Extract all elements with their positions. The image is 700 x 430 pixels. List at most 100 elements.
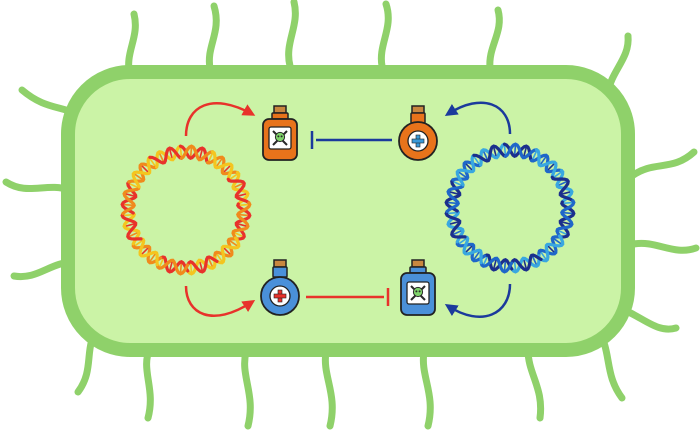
dna-strand — [503, 142, 539, 160]
flagellum — [524, 346, 545, 422]
base-pair — [215, 252, 224, 263]
base-pair — [446, 201, 459, 205]
base-pair — [561, 211, 574, 215]
dna-strand — [121, 185, 141, 216]
dna-strand — [550, 175, 575, 203]
plasmid-blue — [444, 142, 576, 274]
base-pair — [472, 155, 481, 166]
dna-strand — [138, 237, 159, 267]
dna-strand — [131, 155, 152, 189]
base-pair — [556, 180, 569, 187]
skull-crossbones-icon — [272, 130, 288, 146]
flagellum — [285, 0, 299, 70]
base-pair — [215, 157, 224, 168]
inhibition-antitoxin-a-blocks-toxin-b — [306, 288, 390, 306]
base-pair — [552, 237, 563, 246]
dna-strand — [155, 258, 190, 276]
dna-strand — [560, 200, 570, 210]
base-pair — [222, 164, 232, 174]
dna-strand — [455, 240, 487, 263]
dna-strand — [236, 202, 246, 212]
dna-strand — [555, 206, 574, 238]
base-pair — [228, 172, 239, 181]
dna-strand — [510, 253, 543, 272]
dna-strand — [539, 234, 565, 263]
dna-strand — [120, 212, 143, 241]
dna-strand — [444, 210, 467, 239]
base-pair — [189, 146, 193, 159]
dna-strand — [566, 199, 576, 210]
base-pair — [168, 260, 174, 273]
base-pair — [228, 239, 239, 248]
base-pair — [522, 258, 528, 271]
base-pair — [447, 190, 460, 196]
base-pair — [503, 144, 507, 157]
flagellum — [377, 0, 392, 70]
inhibition-antitoxin-b-blocks-toxin-a — [310, 131, 392, 149]
plus-icon — [411, 134, 425, 148]
dna-strand — [455, 153, 476, 187]
base-pair — [222, 246, 232, 256]
arrow-plasmid-a-to-toxin-a — [184, 102, 256, 137]
base-pair — [158, 151, 165, 164]
base-pair — [546, 162, 556, 172]
dna-strand — [537, 235, 564, 258]
base-pair — [232, 182, 245, 189]
base-pair — [237, 203, 250, 207]
base-pair — [482, 254, 489, 267]
base-pair — [236, 192, 249, 198]
flagellum — [321, 348, 336, 430]
base-pair — [198, 260, 204, 273]
flagellum — [2, 178, 74, 194]
dna-strand — [231, 208, 250, 240]
base-pair — [123, 222, 136, 228]
base-pair — [561, 201, 574, 205]
base-pair — [492, 145, 498, 158]
arrow-plasmid-a-to-antitoxin-a — [184, 285, 256, 317]
dna-strand — [122, 211, 141, 246]
plus-icon — [273, 289, 287, 303]
base-pair — [179, 146, 183, 159]
base-pair — [552, 170, 563, 179]
base-pair — [513, 144, 517, 157]
base-pair — [492, 258, 498, 271]
base-pair — [158, 256, 165, 269]
flagellum — [630, 239, 700, 254]
base-pair — [148, 157, 157, 168]
base-pair — [472, 250, 481, 261]
base-pair — [148, 252, 157, 263]
dna-strand — [558, 206, 576, 239]
flagellum — [486, 6, 503, 72]
dna-strand — [462, 235, 483, 265]
base-pair — [122, 213, 135, 217]
arrow-plasmid-b-to-antitoxin-b — [444, 101, 512, 135]
base-pair — [451, 180, 464, 187]
dna-strand — [242, 201, 252, 212]
base-pair — [513, 259, 517, 272]
dna-strand — [483, 253, 514, 272]
base-pair — [127, 231, 140, 238]
base-pair — [237, 213, 250, 217]
flagellum — [419, 348, 434, 430]
toxin-bottle-orange — [262, 105, 298, 161]
base-pair — [539, 250, 548, 261]
dna-strand — [479, 256, 514, 274]
base-pair — [189, 261, 193, 274]
base-pair — [451, 229, 464, 236]
dna-strand — [120, 180, 138, 215]
base-pair — [133, 172, 144, 181]
base-pair — [133, 239, 144, 248]
dna-strand — [159, 255, 190, 274]
dna-strand — [186, 255, 219, 274]
toxin-bottle-blue — [400, 259, 436, 316]
dna-strand — [446, 209, 465, 244]
plasmid-orange — [120, 144, 252, 276]
base-pair — [179, 261, 183, 274]
antitoxin-bottle-blue — [260, 259, 300, 316]
skull-crossbones-icon — [410, 285, 426, 301]
dna-strand — [131, 242, 163, 265]
base-pair — [482, 149, 489, 162]
dna-strand — [179, 144, 215, 162]
base-pair — [207, 256, 214, 269]
